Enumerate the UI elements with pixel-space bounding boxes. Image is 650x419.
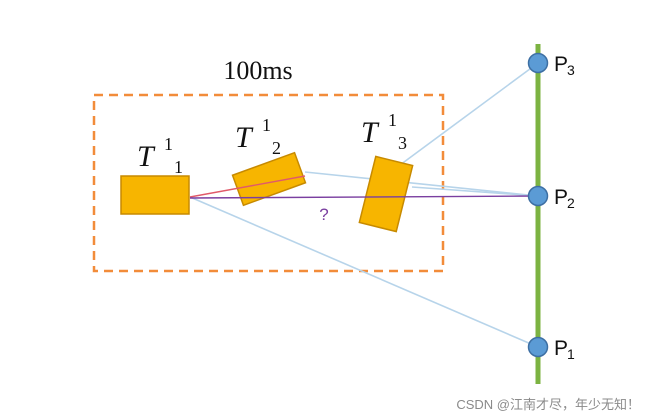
window-label: 100ms	[223, 56, 292, 85]
point-label-p3: P 3	[554, 53, 575, 78]
ray-t3-p2	[411, 186, 539, 197]
pose-label-3-sub: 3	[398, 133, 407, 153]
pose-rect-1	[120, 175, 190, 215]
ray-t1-p1	[189, 196, 539, 348]
point-label-p1: P 1	[554, 337, 575, 362]
pose-label-3-sup: 1	[388, 110, 397, 130]
pose-rect-2	[231, 151, 307, 207]
pose-label-3: T 1 3	[361, 110, 407, 153]
pose-rect-2-group	[231, 151, 307, 207]
ray-purple-t1-p2	[189, 195, 539, 199]
point-label-p2-sub: 2	[567, 195, 575, 211]
point-label-p2: P 2	[554, 186, 575, 211]
point-p3	[527, 52, 549, 74]
pose-rect-3	[358, 155, 414, 233]
pose-label-1: T 1 1	[137, 134, 183, 177]
point-label-p3-sub: 3	[567, 62, 575, 78]
pose-label-3-symbol: T	[361, 116, 380, 149]
point-label-p2-letter: P	[554, 186, 568, 209]
pose-label-2-symbol: T	[235, 121, 254, 154]
watermark: CSDN @江南才尽，年少无知！	[456, 397, 640, 412]
ray-t2-p2	[304, 171, 539, 197]
point-label-p1-sub: 1	[567, 346, 575, 362]
point-label-p1-letter: P	[554, 337, 568, 360]
pose-label-1-sup: 1	[164, 134, 173, 154]
point-label-p3-letter: P	[554, 53, 568, 76]
pose-label-1-symbol: T	[137, 140, 156, 173]
point-p2	[527, 185, 549, 207]
ray-t3-p3	[399, 62, 539, 166]
time-window-box	[92, 93, 445, 273]
pose-label-1-sub: 1	[174, 157, 183, 177]
question-mark: ?	[319, 205, 328, 224]
pose-label-2-sup: 1	[262, 115, 271, 135]
pose-label-2: T 1 2	[235, 115, 281, 158]
point-p1	[527, 336, 549, 358]
pose-label-2-sub: 2	[272, 138, 281, 158]
ray-red-t1-t2	[189, 175, 306, 198]
pose-rect-3-group	[358, 155, 414, 233]
